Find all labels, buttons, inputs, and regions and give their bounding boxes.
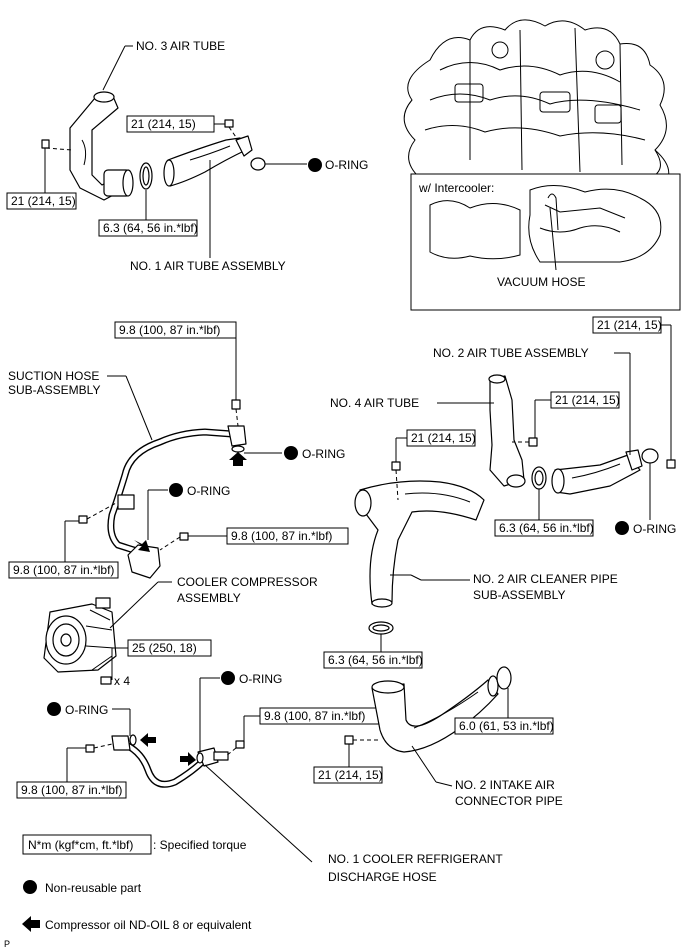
bolt-suction-top <box>231 399 241 410</box>
bolt-no2-right <box>666 459 676 469</box>
compressor-label-1: COOLER COMPRESSOR <box>177 575 318 589</box>
bolt-suction-right <box>179 532 189 541</box>
oring-suction-upper-label: O-RING <box>302 447 345 461</box>
no1-air-tube-assembly-label: NO. 1 AIR TUBE ASSEMBLY <box>130 259 286 273</box>
oil-arrow-icon <box>140 733 156 747</box>
oring-no2-label: O-RING <box>633 522 676 536</box>
torque-clamp-no1: 6.3 (64, 56 in.*lbf) <box>103 221 198 235</box>
bolt-no4 <box>528 437 538 447</box>
bolt-cleaner-pipe <box>391 461 401 471</box>
cooler-compressor <box>43 597 117 673</box>
oring-no2-shape <box>641 448 659 464</box>
torque-no3-upper: 21 (214, 15) <box>131 117 196 131</box>
no3-air-tube <box>69 91 134 201</box>
discharge-hose-label-1: NO. 1 COOLER REFRIGERANT <box>328 852 503 866</box>
discharge-hose-label-2: DISCHARGE HOSE <box>328 870 437 884</box>
intake-pipe-label-1: NO. 2 INTAKE AIR <box>455 778 555 792</box>
no4-air-tube-label: NO. 4 AIR TUBE <box>330 396 419 410</box>
oring-discharge-upper-label: O-RING <box>239 672 282 686</box>
torque-no2-right: 21 (214, 15) <box>597 318 662 332</box>
torque-clamp-no4: 6.3 (64, 56 in.*lbf) <box>499 521 594 535</box>
times-four-label: x 4 <box>114 674 130 688</box>
bolt-no1-upper <box>224 119 234 128</box>
non-reusable-dot-icon <box>308 158 322 172</box>
suction-hose-label-1: SUCTION HOSE <box>8 369 99 383</box>
discharge-hose <box>111 735 229 788</box>
bolt-discharge-left <box>85 744 95 753</box>
oil-arrow-icon <box>229 452 247 466</box>
cleaner-pipe-label-1: NO. 2 AIR CLEANER PIPE <box>473 572 618 586</box>
clamp-cleaner-pipe <box>368 621 394 635</box>
cleaner-pipe-label-2: SUB-ASSEMBLY <box>473 588 565 602</box>
clamp-no4 <box>531 466 547 490</box>
torque-discharge-left: 9.8 (100, 87 in.*lbf) <box>21 783 122 797</box>
no1-air-tube-assembly <box>163 135 253 187</box>
non-reusable-dot-icon <box>615 521 629 535</box>
non-reusable-dot-icon <box>169 483 183 497</box>
torque-clamp-cleaner-pipe: 6.3 (64, 56 in.*lbf) <box>328 653 423 667</box>
suction-hose-label-2: SUB-ASSEMBLY <box>8 383 100 397</box>
torque-intake-clamp: 6.0 (61, 53 in.*lbf) <box>459 719 554 733</box>
bolt-suction-left <box>78 515 88 524</box>
legend-torque-unit: N*m (kgf*cm, ft.*lbf) <box>28 838 133 852</box>
intercooler-title: w/ Intercooler: <box>418 181 494 195</box>
suction-hose <box>107 425 247 579</box>
compressor-label-2: ASSEMBLY <box>177 591 241 605</box>
footer-code: P <box>4 939 10 949</box>
no2-air-tube-assembly-label: NO. 2 AIR TUBE ASSEMBLY <box>433 346 589 360</box>
non-reusable-dot-icon <box>284 446 298 460</box>
torque-suction-left: 9.8 (100, 87 in.*lbf) <box>13 563 114 577</box>
torque-discharge-right: 9.8 (100, 87 in.*lbf) <box>264 709 365 723</box>
torque-cleaner-pipe-bolt: 21 (214, 15) <box>411 431 476 445</box>
non-reusable-dot-icon <box>221 671 235 685</box>
no2-air-tube-assembly <box>551 449 643 495</box>
oring-suction-lower-label: O-RING <box>187 484 230 498</box>
oring-top-label: O-RING <box>325 158 368 172</box>
oring-discharge-left-shape <box>129 734 137 746</box>
torque-no4-bolt: 21 (214, 15) <box>555 393 620 407</box>
no2-intake-air-connector-pipe <box>371 666 512 753</box>
bolt-no3-left <box>41 139 73 151</box>
torque-intake-bolt: 21 (214, 15) <box>318 768 383 782</box>
engine-sketch <box>403 19 670 196</box>
non-reusable-dot-icon <box>23 880 37 894</box>
legend-non-reusable: Non-reusable part <box>45 881 142 895</box>
oring-discharge-upper-shape <box>196 752 204 764</box>
clamp-no1 <box>139 162 153 190</box>
no3-air-tube-label: NO. 3 AIR TUBE <box>136 39 225 53</box>
oil-arrow-icon <box>180 752 196 766</box>
oring-discharge-left-label: O-RING <box>65 703 108 717</box>
torque-suction-top: 9.8 (100, 87 in.*lbf) <box>119 323 220 337</box>
no2-air-cleaner-pipe <box>354 480 485 608</box>
oil-arrow-icon <box>22 916 40 932</box>
intake-pipe-label-2: CONNECTOR PIPE <box>455 794 563 808</box>
torque-suction-right: 9.8 (100, 87 in.*lbf) <box>231 529 332 543</box>
legend: N*m (kgf*cm, ft.*lbf) : Specified torque… <box>22 834 252 932</box>
bolt-compressor <box>100 676 112 685</box>
oil-arrow-icon <box>134 540 150 552</box>
no4-air-tube <box>488 374 526 488</box>
legend-compressor-oil: Compressor oil ND-OIL 8 or equivalent <box>45 918 252 932</box>
torque-compressor: 25 (250, 18) <box>132 641 197 655</box>
intercooler-inset: w/ Intercooler: VACUUM HOSE <box>410 173 681 311</box>
bolt-intake <box>344 735 354 745</box>
oring-top-shape <box>250 157 266 171</box>
vacuum-hose-label: VACUUM HOSE <box>497 275 585 289</box>
torque-no3-left: 21 (214, 15) <box>11 194 76 208</box>
non-reusable-dot-icon <box>47 702 61 716</box>
legend-torque-desc: : Specified torque <box>153 838 247 852</box>
oring-suction-upper-shape <box>231 445 245 453</box>
bolt-discharge-right <box>235 740 245 749</box>
